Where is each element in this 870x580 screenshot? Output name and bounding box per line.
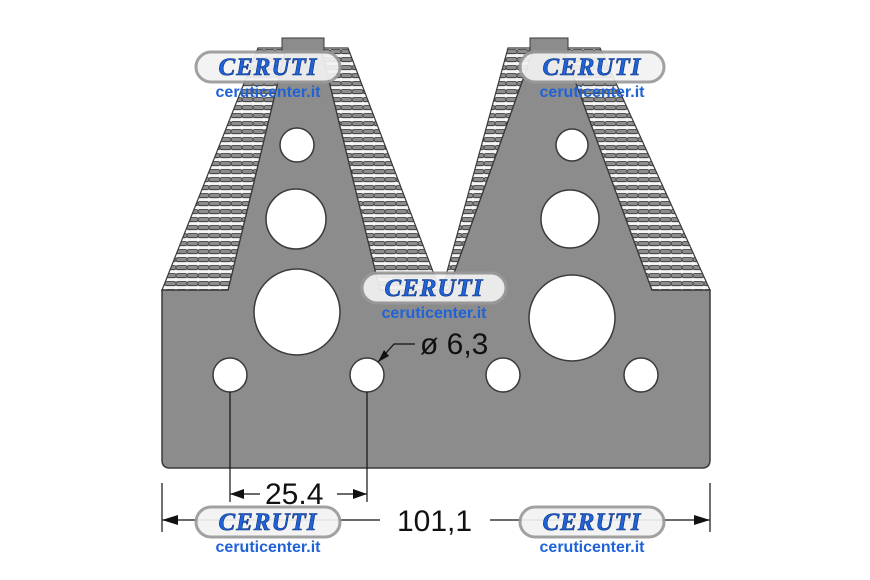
hole-right-large <box>528 274 616 362</box>
watermark-logo: CERUTI <box>542 509 641 536</box>
watermark-bottom-left: CERUTI ceruticenter.it <box>194 505 342 556</box>
arrowhead-diameter <box>378 350 389 362</box>
watermark-url: ceruticenter.it <box>540 539 646 556</box>
watermark-logo: CERUTI <box>384 275 483 302</box>
mounting-hole-1 <box>212 357 248 393</box>
hole-right-tooth-small <box>555 128 589 162</box>
mounting-hole-4 <box>623 357 659 393</box>
watermark-top-right: CERUTI ceruticenter.it <box>518 50 666 101</box>
left-tooth-tip <box>281 37 325 53</box>
watermark-url: ceruticenter.it <box>540 84 646 101</box>
hole-right-tooth-medium <box>540 189 600 249</box>
hole-left-large <box>253 268 341 356</box>
watermark-logo: CERUTI <box>542 54 641 81</box>
mounting-hole-3 <box>485 357 521 393</box>
arrowhead-overall-right <box>694 515 710 525</box>
watermark-logo: CERUTI <box>218 509 317 536</box>
watermark-top-left: CERUTI ceruticenter.it <box>194 50 342 101</box>
hole-diameter-label: ø 6,3 <box>420 328 488 361</box>
hole-left-tooth-medium <box>265 188 327 250</box>
watermark-url: ceruticenter.it <box>216 539 322 556</box>
watermark-logo: CERUTI <box>218 54 317 81</box>
arrowhead-spacing-right <box>353 489 367 499</box>
dimension-arrows <box>162 350 710 525</box>
right-tooth-tip <box>529 37 569 53</box>
watermark-url: ceruticenter.it <box>216 84 322 101</box>
knife-section <box>161 37 711 469</box>
serration-right-tooth-right-edge <box>562 47 711 291</box>
overall-width-label: 101,1 <box>397 505 472 538</box>
arrowhead-spacing-left <box>230 489 244 499</box>
watermark-bottom-right: CERUTI ceruticenter.it <box>518 505 666 556</box>
arrowhead-overall-left <box>162 515 178 525</box>
mounting-hole-2 <box>349 357 385 393</box>
watermark-center: CERUTI ceruticenter.it <box>360 271 508 322</box>
watermark-url: ceruticenter.it <box>382 305 488 322</box>
hole-left-tooth-small <box>279 127 315 163</box>
